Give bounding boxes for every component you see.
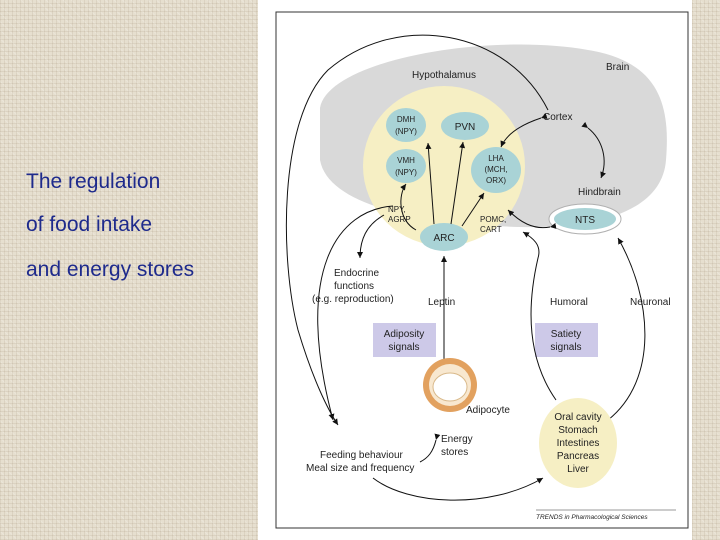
energy-stores-label: Energy — [441, 434, 473, 445]
satiety-signals-label-2: signals — [550, 342, 581, 353]
dmh-subtitle: (NPY) — [395, 127, 417, 136]
slide-title-line-2: of food intake — [26, 213, 153, 236]
vmh-label: VMH — [397, 156, 415, 165]
lha-subtitle-1: (MCH, — [484, 165, 507, 174]
gut-organs-region — [539, 398, 617, 488]
food-intake-regulation-diagram: Brain Hypothalamus DMH (NPY) PVN VMH (NP… — [258, 0, 692, 540]
arc-nucleus — [420, 223, 468, 251]
pvn-nucleus — [441, 112, 489, 140]
arc-to-dmh-arrow — [425, 142, 435, 225]
adiposity-signals-label-2: signals — [388, 342, 419, 353]
nts-lha-arrow — [507, 209, 557, 229]
feeding-behaviour-label-2: Meal size and frequency — [306, 463, 414, 474]
figure-credit: TRENDS in Pharmacological Sciences — [536, 514, 648, 521]
energy-stores-label-2: stores — [441, 447, 468, 458]
pomc-cart-label: POMC, — [480, 215, 506, 224]
cortex-label: Cortex — [543, 112, 572, 123]
brain-label: Brain — [606, 62, 629, 73]
intestines-label: Intestines — [557, 438, 600, 449]
lha-nucleus — [471, 147, 521, 193]
liver-label: Liver — [567, 464, 589, 475]
endocrine-label: Endocrine — [334, 268, 379, 279]
slide-title-line-1: The regulation — [26, 170, 161, 193]
cortex-lha-arrow — [500, 113, 548, 148]
neuronal-arrow — [607, 237, 646, 421]
adiposity-signals-label: Adiposity — [384, 329, 425, 340]
npy-agrp-label: NPY, — [388, 205, 406, 214]
hypothalamus-to-feeding-arrow — [317, 205, 394, 421]
stomach-label: Stomach — [558, 425, 597, 436]
dmh-label: DMH — [397, 115, 415, 124]
humoral-label: Humoral — [550, 297, 588, 308]
lha-label: LHA — [488, 154, 504, 163]
hypothalamus-to-endocrine-arrow — [357, 214, 385, 259]
neuronal-label: Neuronal — [630, 297, 671, 308]
dmh-nucleus — [386, 108, 426, 142]
humoral-arrow — [522, 231, 557, 401]
cortex-hindbrain-arrow — [581, 121, 606, 179]
arc-to-pvn-arrow — [450, 141, 466, 225]
endocrine-label-2: functions — [334, 281, 374, 292]
figure-frame — [275, 11, 689, 529]
adipocyte-label: Adipocyte — [466, 405, 510, 416]
endocrine-label-3: (e.g. reproduction) — [312, 294, 394, 305]
energy-stores-arrow — [419, 433, 441, 463]
arc-label: ARC — [433, 233, 454, 244]
npy-agrp-label-2: AGRP — [388, 215, 411, 224]
pomc-cart-label-2: CART — [480, 225, 502, 234]
arc-to-lha-arrow — [461, 192, 485, 227]
figure-panel: Brain Hypothalamus DMH (NPY) PVN VMH (NP… — [258, 0, 692, 540]
lha-subtitle-2: ORX) — [486, 176, 506, 185]
adipocyte-lipid-droplet — [432, 372, 468, 402]
vmh-nucleus — [386, 149, 426, 183]
pvn-label: PVN — [455, 122, 476, 133]
cortex-to-feeding-arrow — [285, 34, 549, 426]
slide-title-line-3: and energy stores — [26, 258, 195, 281]
arc-to-vmh-arrow — [400, 183, 417, 231]
hindbrain-label: Hindbrain — [578, 187, 621, 198]
hypothalamus-label: Hypothalamus — [412, 70, 476, 81]
pancreas-label: Pancreas — [557, 451, 599, 462]
leptin-label: Leptin — [428, 297, 455, 308]
feeding-to-gut-arrow — [372, 477, 544, 501]
satiety-signals-label: Satiety — [551, 329, 582, 340]
satiety-signals-box — [535, 323, 598, 357]
feeding-behaviour-label: Feeding behaviour — [320, 450, 404, 461]
oral-cavity-label: Oral cavity — [554, 412, 601, 423]
adiposity-signals-box — [373, 323, 436, 357]
nts-label: NTS — [575, 215, 595, 226]
vmh-subtitle: (NPY) — [395, 168, 417, 177]
nts-nucleus — [554, 208, 616, 230]
